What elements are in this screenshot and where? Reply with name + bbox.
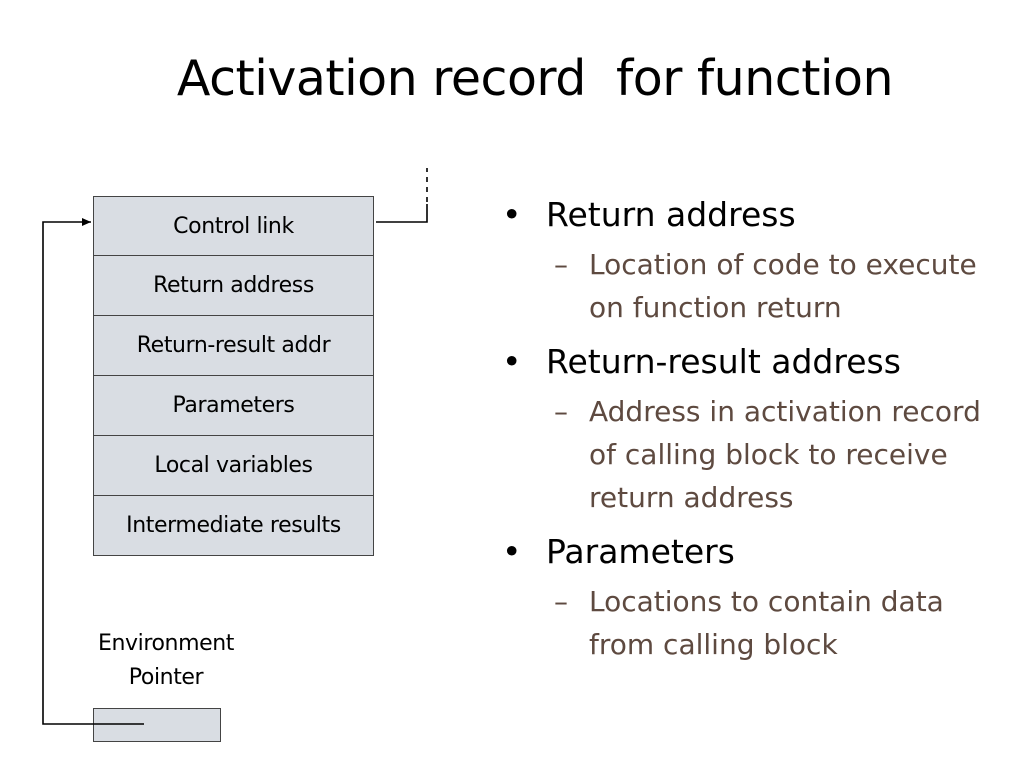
bullet-text: Return address [546,195,796,234]
activation-record-diagram: Control link Return address Return-resul… [0,0,470,768]
bullet-icon: • [502,195,522,234]
dash-icon: – [554,248,568,281]
record-field-control-link: Control link [93,196,374,256]
sub-bullet-return-result-address: – Address in activation record of callin… [500,390,1015,519]
bullet-return-result-address: • Return-result address [500,337,1015,387]
bullet-text: Parameters [546,532,735,571]
environment-pointer-label: Environment Pointer [97,631,235,690]
dash-icon: – [554,585,568,618]
activation-record-stack: Control link Return address Return-resul… [93,196,374,556]
record-field-local-variables: Local variables [93,436,374,496]
environment-pointer-arrow [42,218,144,725]
record-field-return-address: Return address [93,256,374,316]
diagram-connectors [42,168,428,725]
sub-bullet-return-address: – Location of code to execute on functio… [500,243,1015,329]
record-field-parameters: Parameters [93,376,374,436]
dash-icon: – [554,395,568,428]
slide-title: Activation record for function [176,50,894,107]
bullet-icon: • [502,532,522,571]
record-field-intermediate-results: Intermediate results [93,496,374,556]
environment-pointer-box [93,708,221,742]
bullet-return-address: • Return address [500,190,1015,240]
control-link-pointer [376,204,428,223]
bullet-parameters: • Parameters [500,527,1015,577]
record-field-return-result-addr: Return-result addr [93,316,374,376]
bullet-list: • Return address – Location of code to e… [500,190,1015,666]
bullet-text: Return-result address [546,342,901,381]
sub-bullet-text: Location of code to execute on function … [589,248,977,324]
bullet-icon: • [502,342,522,381]
sub-bullet-parameters: – Locations to contain data from calling… [500,580,1015,666]
sub-bullet-text: Address in activation record of calling … [589,395,981,514]
sub-bullet-text: Locations to contain data from calling b… [589,585,944,661]
